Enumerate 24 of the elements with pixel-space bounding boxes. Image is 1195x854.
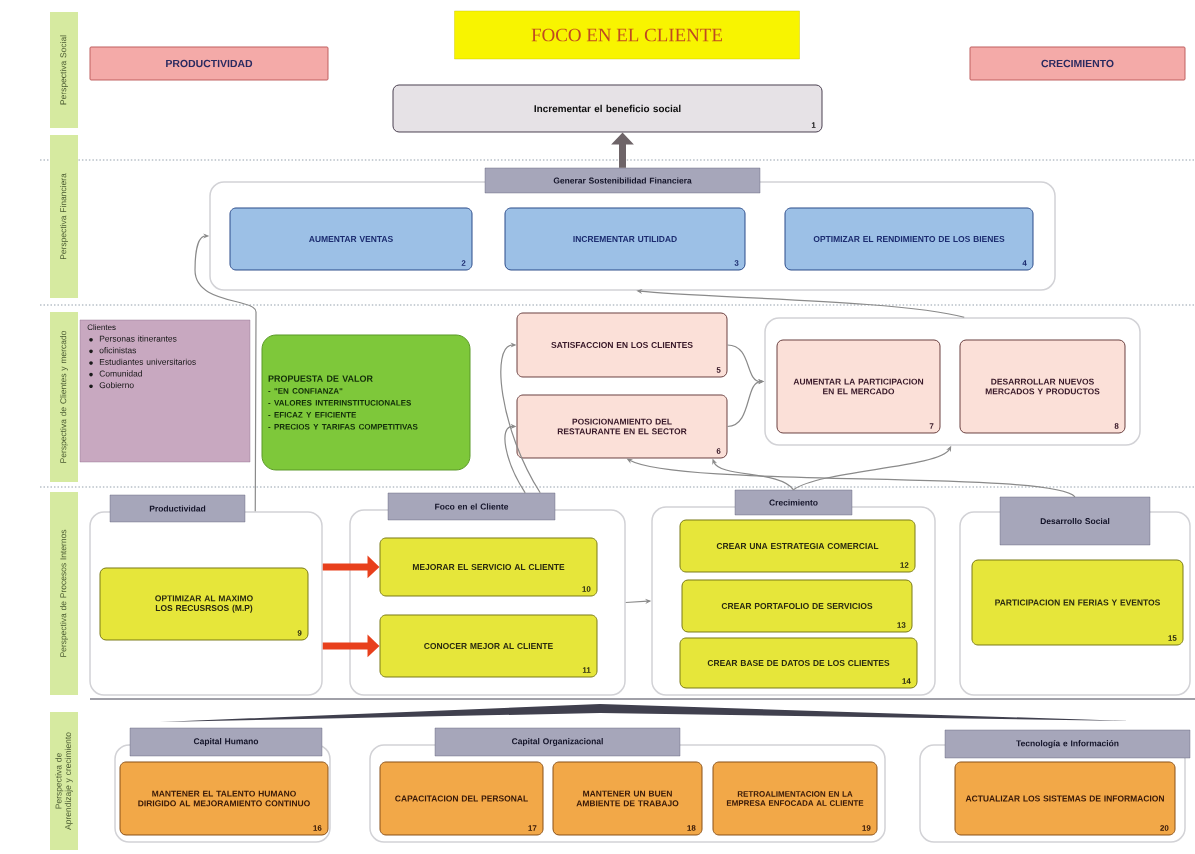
- arrow: [500, 342, 541, 494]
- group-tab: Generar Sostenibilidad Financiera: [484, 167, 761, 194]
- title-box: FOCO EN EL CLIENTE: [454, 10, 800, 60]
- perspective-band: Perspectiva de Aprendizaje y crecimiento: [50, 712, 78, 850]
- list-item: Comunidad: [89, 370, 142, 377]
- group-tab: Productividad: [109, 494, 246, 523]
- list-item: Estudiantes universitarios: [89, 358, 196, 365]
- perspective-band: Perspectiva de Procesos Internos: [50, 492, 78, 695]
- group-tab: Capital Humano: [129, 727, 323, 757]
- arrow: [504, 423, 526, 494]
- perspective-band: Perspectiva Financiera: [50, 135, 78, 298]
- group-tab: Tecnología e Información: [944, 729, 1191, 759]
- group-tab: Desarrollo Social: [999, 496, 1151, 546]
- header-box: CRECIMIENTO: [969, 46, 1186, 81]
- perspective-band: Perspectiva Social: [50, 12, 78, 128]
- list-item: Personas itinerantes: [89, 335, 177, 342]
- group-tab: Capital Organizacional: [434, 727, 681, 757]
- perspective-band: Perspectiva de Clientes y mercado: [50, 312, 78, 482]
- list-item: Gobierno: [89, 381, 134, 389]
- group-tab: Foco en el Cliente: [387, 492, 556, 521]
- group-tab: Crecimiento: [734, 489, 853, 516]
- header-box: PRODUCTIVIDAD: [89, 46, 329, 81]
- list-item: oficinistas: [89, 347, 137, 354]
- arrow: [194, 233, 257, 512]
